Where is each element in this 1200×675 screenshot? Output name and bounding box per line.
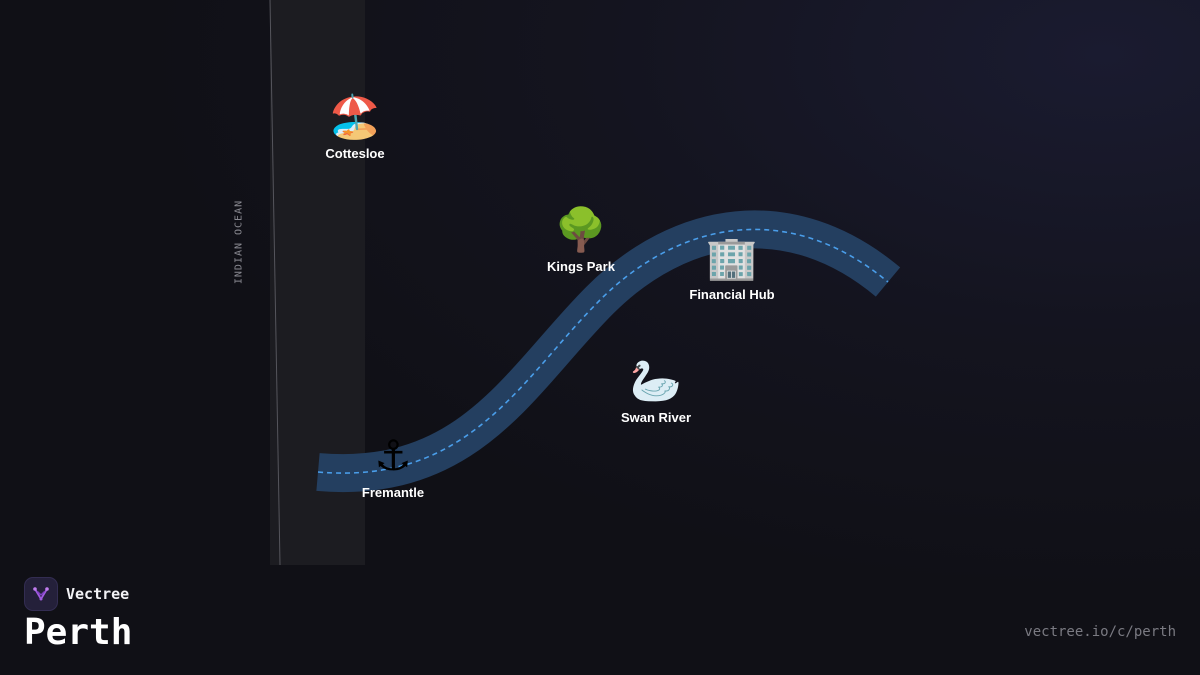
swan-icon: 🦢 [629, 356, 683, 405]
landmark-swan-river[interactable]: 🦢 Swan River [576, 356, 736, 425]
landmark-cottesloe[interactable]: 🏖️ Cottesloe [275, 92, 435, 161]
vectree-logo-icon [24, 577, 58, 611]
landmark-label-swan-river: Swan River [620, 410, 692, 425]
landmark-label-cottesloe: Cottesloe [325, 146, 385, 161]
landmark-label-fremantle: Fremantle [361, 485, 425, 500]
landmark-label-kings-park: Kings Park [547, 259, 615, 274]
city-title: Perth [24, 612, 133, 653]
tree-icon: 🌳 [554, 205, 608, 254]
landmark-label-financial-hub: Financial Hub [689, 287, 775, 302]
swan-river-route [317, 228, 889, 474]
site-url[interactable]: vectree.io/c/perth [1024, 624, 1176, 640]
anchor-icon: ⚓ [374, 431, 412, 480]
office-building-icon: 🏢 [705, 233, 759, 282]
coastline [269, 0, 281, 566]
ocean-label: INDIAN OCEAN [233, 199, 245, 285]
beach-umbrella-icon: 🏖️ [328, 92, 382, 141]
brand-name: Vectree [66, 585, 130, 603]
landmark-kings-park[interactable]: 🌳 Kings Park [501, 205, 661, 274]
landmark-fremantle[interactable]: ⚓ Fremantle [313, 431, 473, 500]
brand[interactable]: Vectree [24, 577, 129, 611]
landmark-financial-hub[interactable]: 🏢 Financial Hub [652, 233, 812, 302]
